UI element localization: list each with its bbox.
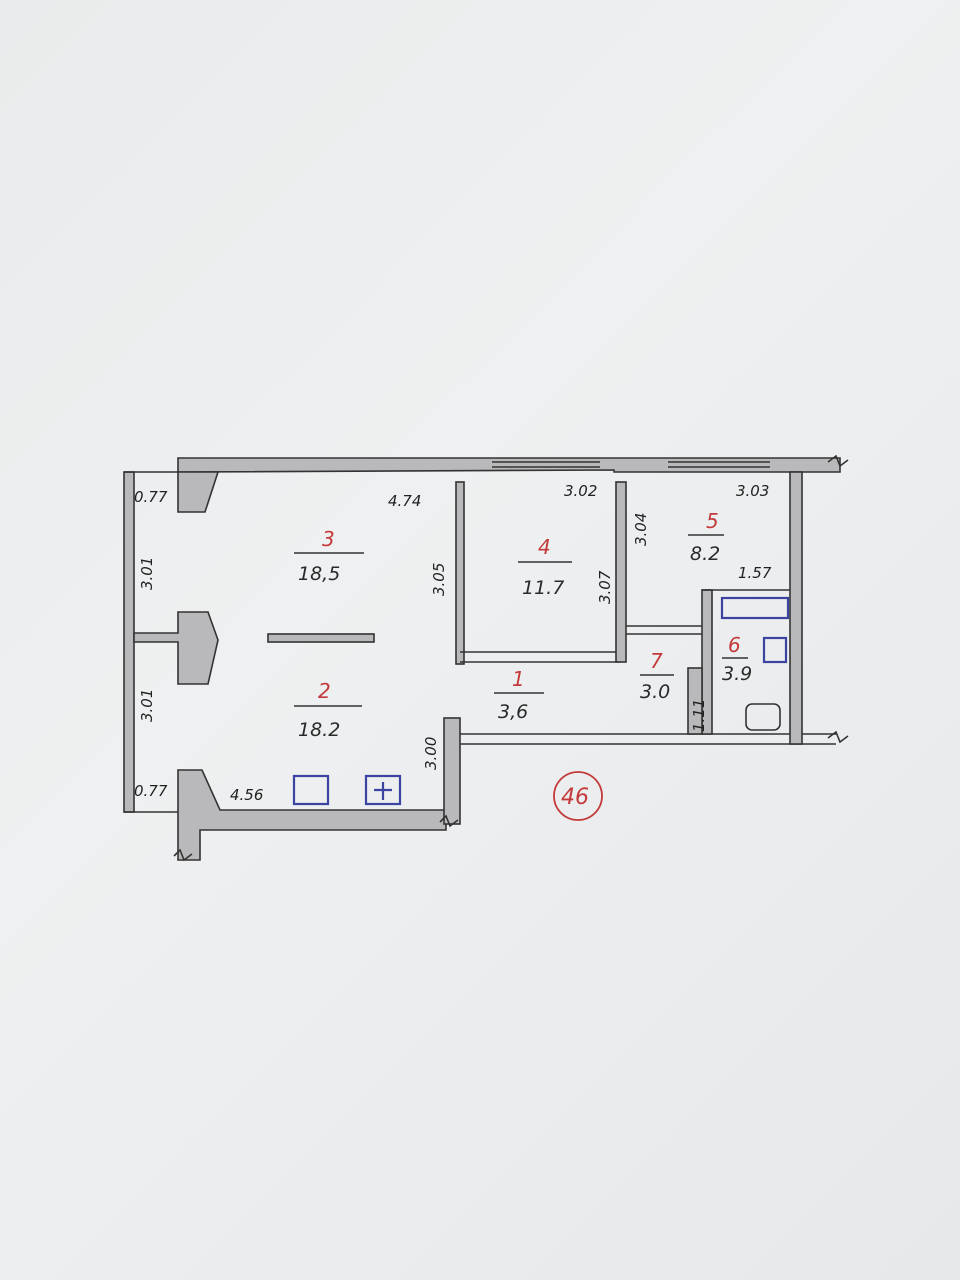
room-3-area: 18,5 [298,563,340,585]
dim-room4-width: 3.02 [564,482,597,500]
room-5-number: 5 [706,509,719,533]
window-marks [492,461,770,468]
sink-icon [762,636,788,664]
room-5-area: 8.2 [690,543,720,565]
wall-2-right [443,717,461,825]
dimensions: 0.77 0.77 4.74 4.56 3.02 3.03 1.57 3.01 … [134,482,772,804]
room-1-area: 3,6 [498,701,528,723]
room-2-area: 18.2 [298,719,340,741]
dim-room4-height: 3.07 [596,570,614,604]
dim-closet: 1.11 [690,699,708,732]
toilet-icon [745,703,781,731]
top-wall [177,457,841,473]
dim-room3-width: 4.74 [388,492,421,510]
dim-left-upper: 3.01 [138,557,156,590]
left-pillar [133,611,219,685]
room-4-area: 11.7 [522,577,564,599]
room-7-area: 3.0 [640,681,670,703]
room-7-number: 7 [650,649,663,673]
break-marks [173,454,849,862]
closet-wall [687,667,703,735]
room-4-number: 4 [538,535,551,559]
dim-left-lower: 3.01 [138,689,156,722]
room-labels: 3 18,5 2 18.2 4 11.7 5 8.2 1 3,6 6 3.9 7… [294,509,752,741]
apartment-number: 46 [561,785,589,810]
top-left-wedge [177,471,220,513]
fixtures [292,596,790,806]
kitchen-sink-icon [364,774,402,806]
stove-icon [292,774,330,806]
dim-bottom-left-corner: 0.77 [134,782,168,800]
dim-room5-left: 3.04 [632,513,650,546]
room-3-number: 3 [322,527,335,551]
right-wall [789,471,803,745]
room-6-area: 3.9 [722,663,752,685]
dim-room2-right: 3.00 [422,737,440,770]
dim-top-left-corner: 0.77 [134,488,168,506]
dim-bath-width: 1.57 [738,564,772,582]
wall-3-4 [455,481,465,665]
bathtub-icon [720,596,790,620]
partition-2-3 [267,633,375,643]
room-2-number: 2 [318,679,331,703]
dim-room5-width: 3.03 [736,482,769,500]
apartment-number-badge: 46 [553,771,603,821]
room-1-number: 1 [512,667,525,691]
wall-4-5 [615,481,627,663]
left-wall [123,471,135,813]
room-6-number: 6 [728,633,741,657]
bottom-wall [177,769,447,861]
walls [123,457,841,861]
dim-room2-width: 4.56 [230,786,263,804]
dim-room3-height: 3.05 [430,563,448,596]
